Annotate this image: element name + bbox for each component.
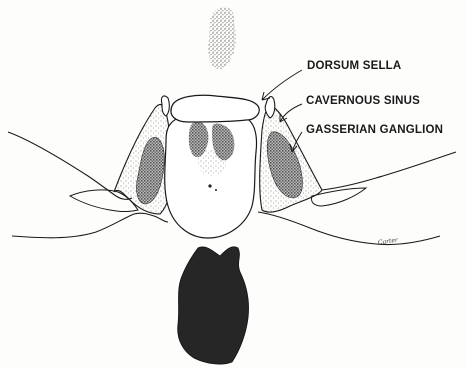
dorsum-sella-label: DORSUM SELLA <box>307 60 401 72</box>
right-skull-base-outline <box>322 152 456 190</box>
upper-stippled-shadow <box>209 7 236 69</box>
sphenoid-sinus-shadow <box>178 247 249 364</box>
dorsum-sella-leader <box>262 70 302 100</box>
dorsum-sella <box>171 95 259 122</box>
cavernous-sinus-label: CAVERNOUS SINUS <box>306 95 420 107</box>
gasserian-ganglion-label: GASSERIAN GANGLION <box>306 124 443 136</box>
central-dot <box>208 184 211 187</box>
left-skull-base-outline <box>8 132 132 199</box>
right-lower-outline <box>258 212 440 245</box>
left-lower-outline <box>12 213 168 238</box>
